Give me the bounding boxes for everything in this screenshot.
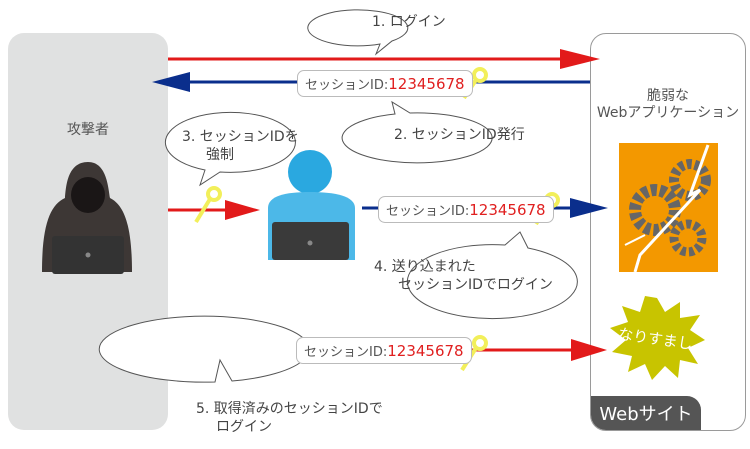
step-1-text: 1. ログイン: [372, 14, 446, 30]
bubble-2: [341, 100, 493, 164]
session-id-value: 12345678: [388, 75, 465, 93]
step-3-line2: 強制: [206, 147, 234, 163]
website-tab-label: Webサイト: [591, 396, 701, 430]
spoofing-starburst: [610, 296, 705, 380]
vulnerable-app-line2: Webアプリケーション: [596, 105, 740, 121]
arrow-1-login: [168, 49, 600, 69]
step-4-line1: 4. 送り込まれた: [374, 259, 476, 275]
key-icon: [194, 186, 222, 224]
step-2-text: 2. セッションID発行: [394, 127, 525, 143]
session-id-prefix: セッションID:: [304, 345, 388, 360]
session-id-prefix: セッションID:: [386, 204, 470, 219]
bubble-3: [164, 111, 296, 187]
bubble-4: [406, 231, 578, 320]
step-3-text: 3. セッションIDを 強制: [182, 128, 299, 164]
session-id-label-attacker: セッションID:12345678: [296, 337, 472, 364]
attacker-label: 攻撃者: [67, 122, 109, 138]
step-4-line2: セッションIDでログイン: [398, 277, 553, 293]
session-id-value: 12345678: [387, 342, 464, 360]
vulnerable-app-label: 脆弱な Webアプリケーション: [595, 88, 741, 122]
victim-user-icon: [268, 150, 355, 260]
session-id-label-victim: セッションID:12345678: [378, 196, 554, 223]
step-5-text: 5. 取得済みのセッションIDで ログイン: [196, 400, 383, 436]
step-5-line2: ログイン: [216, 419, 272, 435]
broken-gears-icon: [619, 143, 718, 273]
session-id-label-issued: セッションID:12345678: [297, 70, 473, 97]
bubble-1: [307, 9, 409, 56]
step-4-text: 4. 送り込まれた セッションIDでログイン: [374, 258, 553, 294]
vulnerable-app-line1: 脆弱な: [647, 88, 689, 104]
step-5-line1: 5. 取得済みのセッションIDで: [196, 401, 383, 417]
bubble-5: [98, 315, 310, 383]
attacker-hooded-icon: [42, 162, 132, 274]
session-id-prefix: セッションID:: [305, 78, 389, 93]
arrow-3-force: [168, 200, 260, 220]
session-id-value: 12345678: [469, 201, 546, 219]
step-3-line1: 3. セッションIDを: [182, 129, 299, 145]
